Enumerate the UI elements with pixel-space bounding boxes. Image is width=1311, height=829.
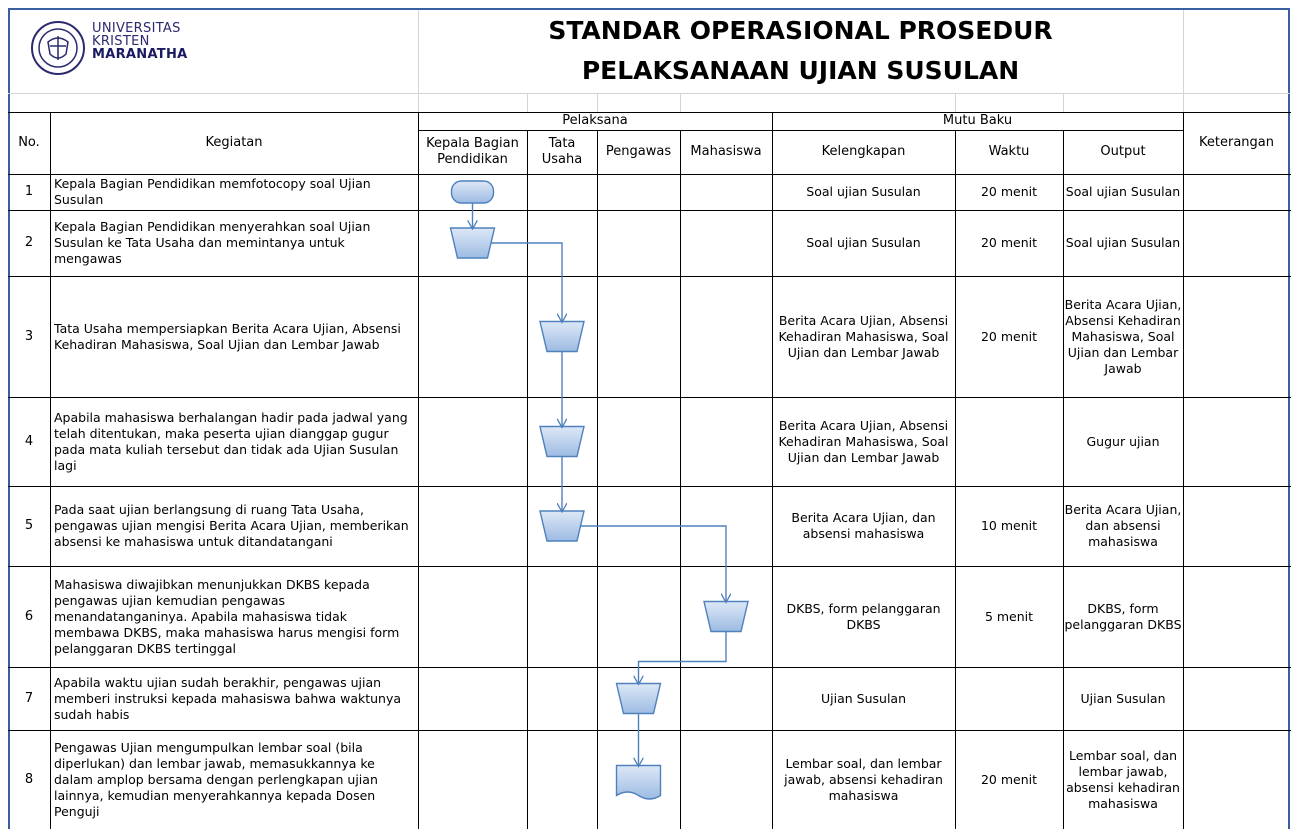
table-grid-line bbox=[8, 730, 1291, 731]
table-grid-line bbox=[8, 486, 1291, 487]
row-kegiatan: Mahasiswa diwajibkan menunjukkan DKBS ke… bbox=[54, 576, 400, 656]
row-waktu: 20 menit bbox=[980, 771, 1038, 787]
row-waktu: 20 menit bbox=[980, 328, 1038, 344]
column-header-kegiatan: Kegiatan bbox=[205, 135, 263, 150]
row-kegiatan: Apabila mahasiswa berhalangan hadir pada… bbox=[54, 409, 408, 473]
column-header-mutu: Kelengkapan bbox=[821, 144, 906, 159]
row-kegiatan: Kepala Bagian Pendidikan menyerahkan soa… bbox=[54, 219, 371, 266]
table-grid-line bbox=[8, 667, 1291, 668]
logo-line: MARANATHA bbox=[92, 47, 188, 62]
document-shape bbox=[615, 764, 662, 800]
manual-operation-shape bbox=[539, 510, 585, 542]
row-number: 1 bbox=[24, 184, 34, 199]
row-number: 7 bbox=[24, 690, 34, 706]
flow-connector bbox=[639, 631, 727, 684]
row-kelengkapan: Ujian Susulan bbox=[821, 690, 906, 706]
table-grid-line bbox=[8, 566, 1291, 567]
row-kegiatan: Pada saat ujian berlangsung di ruang Tat… bbox=[54, 502, 409, 549]
row-waktu: 20 menit bbox=[980, 184, 1038, 199]
table-grid-line bbox=[597, 130, 598, 829]
row-kelengkapan: Berita Acara Ujian, Absensi Kehadiran Ma… bbox=[778, 417, 949, 465]
logo-line: UNIVERSITAS bbox=[92, 21, 181, 36]
table-grid-line bbox=[8, 112, 1291, 113]
spreadsheet-gridline bbox=[597, 93, 598, 112]
spreadsheet-gridline bbox=[527, 93, 528, 112]
row-kelengkapan: Soal ujian Susulan bbox=[806, 235, 921, 250]
manual-operation-shape bbox=[539, 320, 585, 353]
row-output: Soal ujian Susulan bbox=[1065, 235, 1181, 250]
table-grid-line bbox=[8, 276, 1291, 277]
row-output: DKBS, form pelanggaran DKBS bbox=[1064, 600, 1182, 632]
manual-operation-shape bbox=[539, 425, 585, 458]
column-header-pelaksana: Tata Usaha bbox=[541, 136, 583, 167]
row-kelengkapan: Berita Acara Ujian, dan absensi mahasisw… bbox=[791, 510, 936, 541]
column-group-mutu-baku: Mutu Baku bbox=[942, 113, 1013, 128]
row-kegiatan: Apabila waktu ujian sudah berakhir, peng… bbox=[54, 674, 402, 722]
document-title: STANDAR OPERASIONAL PROSEDUR bbox=[548, 16, 1053, 45]
row-number: 6 bbox=[24, 608, 34, 624]
spreadsheet-gridline bbox=[1063, 93, 1064, 112]
table-grid-line bbox=[680, 130, 681, 829]
row-output: Soal ujian Susulan bbox=[1065, 184, 1181, 199]
spreadsheet-gridline bbox=[8, 93, 1290, 94]
column-header-pelaksana: Pengawas bbox=[605, 144, 672, 159]
table-grid-line bbox=[50, 112, 51, 829]
table-grid-line bbox=[418, 130, 1184, 131]
row-number: 3 bbox=[24, 328, 34, 344]
row-output: Gugur ujian bbox=[1086, 433, 1160, 449]
row-waktu: 5 menit bbox=[984, 608, 1034, 624]
logo-wordmark: UNIVERSITAS KRISTEN MARANATHA bbox=[92, 22, 188, 61]
manual-operation-shape bbox=[703, 600, 749, 633]
row-waktu: 10 menit bbox=[980, 518, 1038, 533]
column-header-mutu: Waktu bbox=[988, 144, 1030, 159]
row-number: 4 bbox=[24, 433, 34, 449]
manual-operation-shape bbox=[615, 682, 662, 715]
row-kelengkapan: Lembar soal, dan lembar jawab, absensi k… bbox=[784, 755, 943, 803]
university-seal-icon bbox=[31, 21, 85, 75]
column-header-keterangan: Keterangan bbox=[1199, 135, 1274, 150]
row-kegiatan: Tata Usaha mempersiapkan Berita Acara Uj… bbox=[54, 320, 401, 352]
university-logo: UNIVERSITAS KRISTEN MARANATHA bbox=[30, 18, 230, 80]
table-grid-line bbox=[8, 210, 1291, 211]
row-kegiatan: Kepala Bagian Pendidikan memfotocopy soa… bbox=[54, 176, 371, 207]
flow-connector bbox=[491, 242, 563, 322]
row-kelengkapan: DKBS, form pelanggaran DKBS bbox=[786, 600, 941, 632]
column-header-mutu: Output bbox=[1100, 144, 1146, 159]
sheet-frame bbox=[8, 8, 1290, 829]
spreadsheet-gridline bbox=[955, 93, 956, 112]
manual-operation-shape bbox=[449, 227, 496, 259]
table-grid-line bbox=[772, 112, 773, 829]
row-output: Berita Acara Ujian, dan absensi mahasisw… bbox=[1064, 502, 1182, 549]
flow-connector bbox=[581, 525, 726, 602]
spreadsheet-gridline bbox=[680, 93, 681, 112]
row-kegiatan: Pengawas Ujian mengumpulkan lembar soal … bbox=[54, 739, 378, 819]
table-grid-line bbox=[8, 397, 1291, 398]
column-header-pelaksana: Mahasiswa bbox=[690, 144, 762, 159]
row-number: 2 bbox=[24, 235, 34, 250]
row-kelengkapan: Soal ujian Susulan bbox=[806, 184, 921, 199]
row-output: Berita Acara Ujian, Absensi Kehadiran Ma… bbox=[1064, 296, 1182, 376]
column-group-pelaksana: Pelaksana bbox=[562, 113, 628, 128]
row-waktu: 20 menit bbox=[980, 235, 1038, 250]
table-grid-line bbox=[8, 174, 1291, 175]
table-grid-line bbox=[418, 112, 419, 829]
table-grid-line bbox=[527, 130, 528, 829]
spreadsheet-gridline bbox=[1183, 10, 1184, 112]
row-number: 8 bbox=[24, 771, 34, 787]
table-grid-line bbox=[955, 130, 956, 829]
row-number: 5 bbox=[24, 518, 34, 533]
column-header-no: No. bbox=[18, 135, 40, 150]
row-output: Ujian Susulan bbox=[1080, 690, 1166, 706]
terminator-shape bbox=[450, 180, 495, 204]
document-subtitle: PELAKSANAAN UJIAN SUSULAN bbox=[581, 56, 1020, 85]
spreadsheet-gridline bbox=[418, 10, 419, 112]
table-grid-line bbox=[1183, 112, 1184, 829]
column-header-pelaksana: Kepala Bagian Pendidikan bbox=[426, 136, 519, 167]
row-output: Lembar soal, dan lembar jawab, absensi k… bbox=[1066, 747, 1180, 811]
table-grid-line bbox=[1063, 130, 1064, 829]
logo-line: KRISTEN bbox=[92, 34, 150, 49]
row-kelengkapan: Berita Acara Ujian, Absensi Kehadiran Ma… bbox=[778, 312, 949, 360]
